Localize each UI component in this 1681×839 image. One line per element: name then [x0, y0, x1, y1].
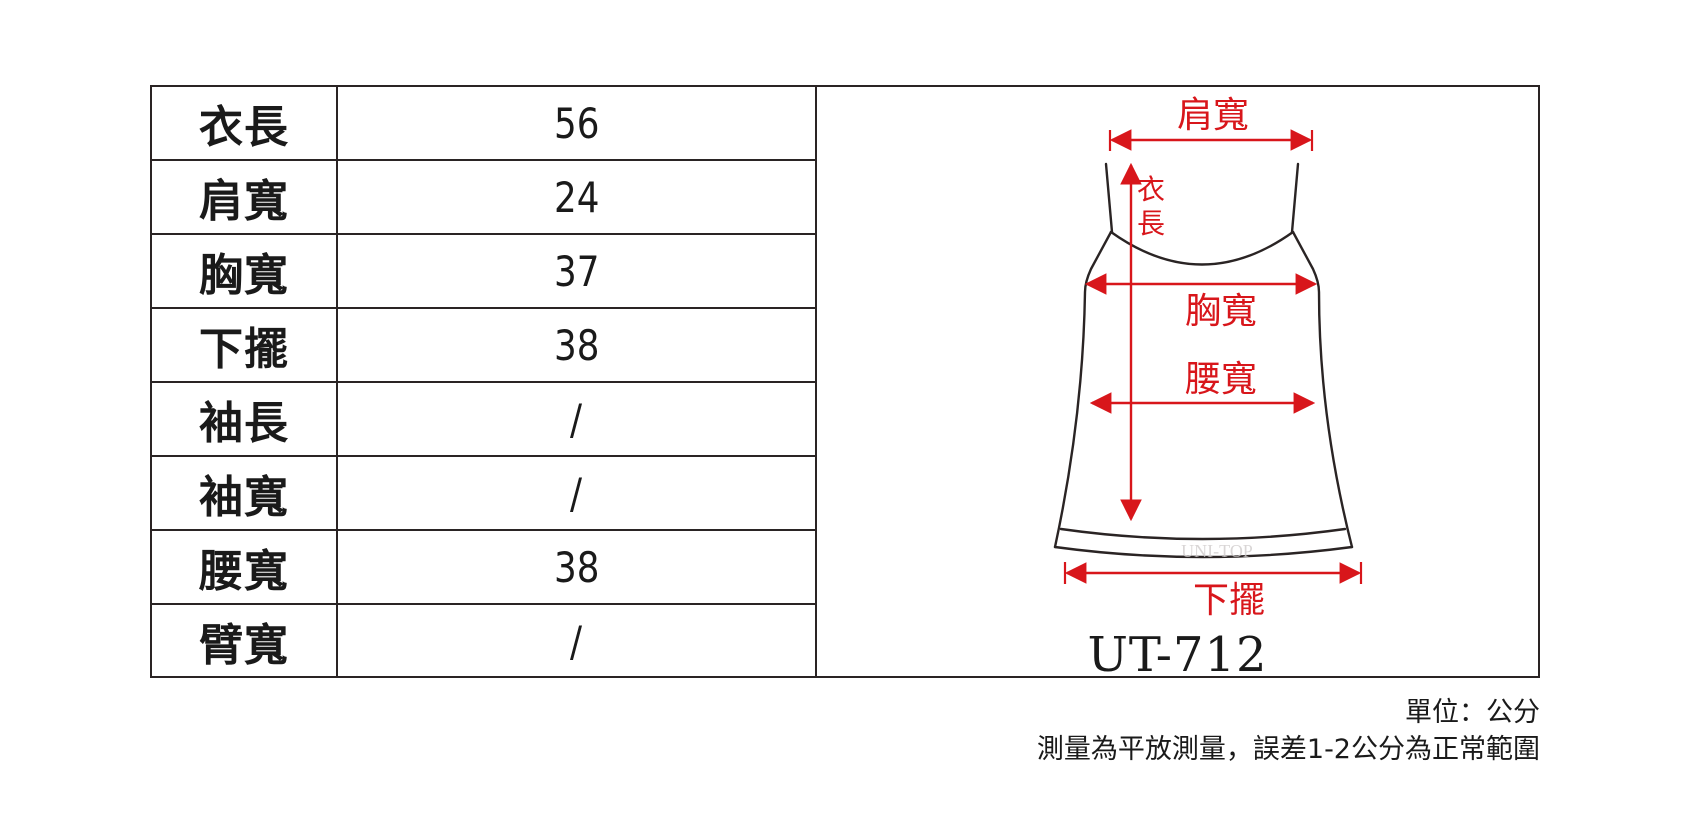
- hem-label: 下擺: [1193, 580, 1265, 621]
- right-side-seam: [1291, 230, 1354, 549]
- row-label: 下擺: [152, 308, 338, 383]
- table-row: 腰寬 38: [152, 530, 817, 605]
- hem-outer: [1053, 545, 1354, 559]
- model-code: UT-712: [1087, 627, 1268, 683]
- chest-label: 胸寬: [1185, 291, 1257, 332]
- chest-measure: 胸寬: [1084, 273, 1318, 332]
- unit-note: 單位：公分: [1405, 697, 1540, 728]
- row-label: 袖長: [152, 382, 338, 457]
- waist-measure: 腰寬: [1089, 359, 1316, 414]
- table-row: 臂寬 /: [152, 604, 817, 677]
- row-value: 24: [337, 160, 817, 235]
- row-value: 38: [337, 530, 817, 605]
- length-label-top: 衣: [1137, 173, 1165, 206]
- size-chart: 衣長 56 肩寬 24 胸寬 37 下擺 38 袖長 / 袖寬 /: [150, 85, 1540, 683]
- row-value: /: [337, 604, 817, 677]
- left-strap: [1104, 162, 1114, 234]
- row-label: 胸寬: [152, 234, 338, 309]
- row-value: 56: [337, 87, 817, 161]
- row-value: /: [337, 456, 817, 531]
- table-row: 胸寬 37: [152, 234, 817, 309]
- table-row: 袖寬 /: [152, 456, 817, 531]
- hem-inner: [1059, 527, 1347, 541]
- length-label-bottom: 長: [1137, 207, 1165, 240]
- size-table: 衣長 56 肩寬 24 胸寬 37 下擺 38 袖長 / 袖寬 /: [152, 87, 817, 677]
- right-strap: [1290, 162, 1300, 234]
- table-row: 下擺 38: [152, 308, 817, 383]
- watermark: UNI-TOP: [1181, 541, 1253, 561]
- row-value: 38: [337, 308, 817, 383]
- row-label: 袖寬: [152, 456, 338, 531]
- row-value: /: [337, 382, 817, 457]
- table-row: 衣長 56: [152, 87, 817, 161]
- shoulder-label: 肩寬: [1177, 95, 1249, 136]
- left-side-seam: [1053, 230, 1113, 549]
- table-row: 袖長 /: [152, 382, 817, 457]
- hem-measure: 下擺: [1063, 562, 1363, 621]
- length-measure: 衣 長: [1120, 162, 1165, 522]
- measurement-note: 測量為平放測量，誤差1-2公分為正常範圍: [1036, 734, 1540, 765]
- row-value: 37: [337, 234, 817, 309]
- table-row: 肩寬 24: [152, 160, 817, 235]
- shoulder-measure: 肩寬: [1108, 95, 1314, 151]
- garment-diagram: UNI-TOP 肩寬 衣 長 胸寬 腰寬: [817, 87, 1538, 683]
- row-label: 臂寬: [152, 604, 338, 677]
- row-label: 肩寬: [152, 160, 338, 235]
- camisole-diagram-svg: UNI-TOP 肩寬 衣 長 胸寬 腰寬: [1053, 95, 1363, 621]
- row-label: 腰寬: [152, 530, 338, 605]
- row-label: 衣長: [152, 87, 338, 161]
- waist-label: 腰寬: [1185, 359, 1257, 400]
